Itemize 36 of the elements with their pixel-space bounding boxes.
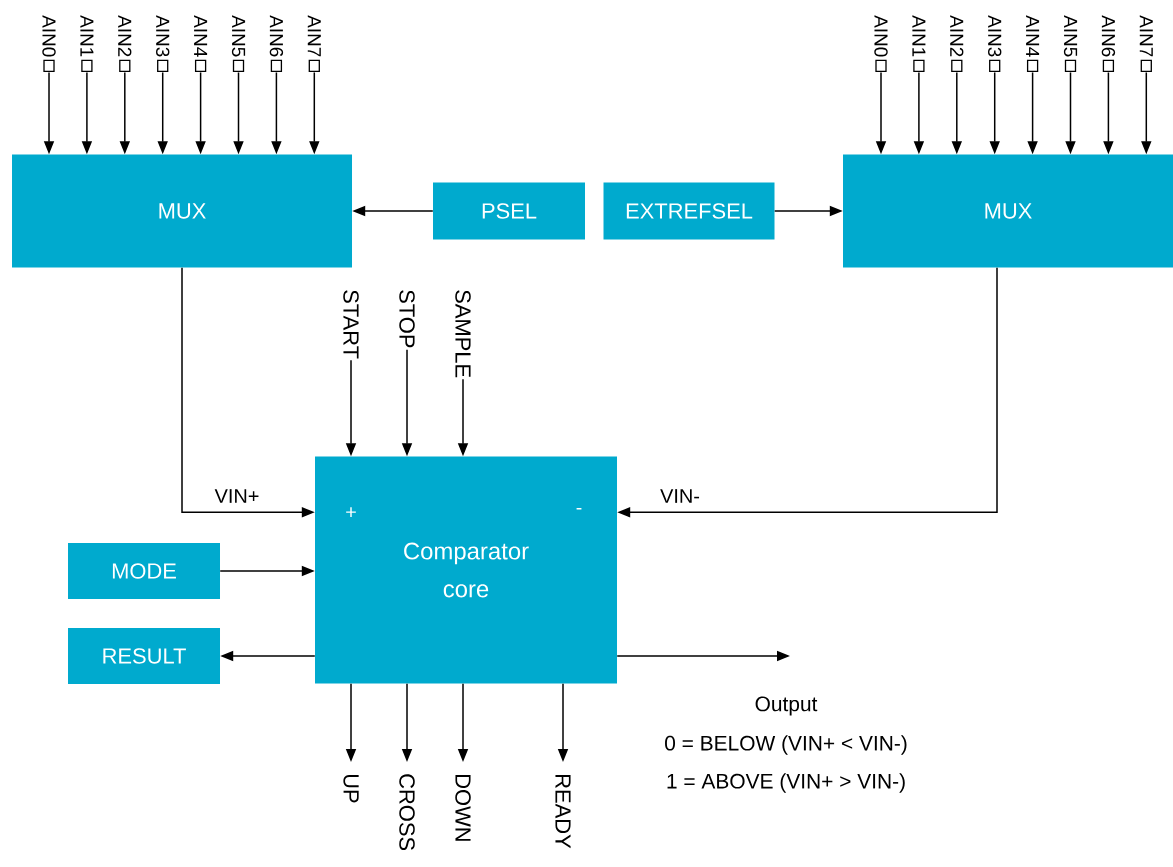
pin-label: AIN7	[1139, 15, 1153, 57]
note-text: 0 = BELOW (VIN+ < VIN-)	[665, 735, 907, 755]
pin-label: AIN4	[1026, 15, 1040, 57]
block-box: RESULT	[68, 628, 220, 684]
edge-label: VIN-	[659, 488, 701, 504]
block-box: EXTREFSEL	[603, 182, 775, 240]
pin-label: AIN2	[950, 15, 964, 57]
pin-label: AIN2	[118, 15, 132, 57]
pin-label: AIN5	[1063, 15, 1078, 57]
note-text: Output	[755, 696, 818, 716]
pin-label: AIN4	[194, 15, 208, 57]
signal-label: DOWN	[455, 775, 471, 841]
pin-label: AIN3	[988, 15, 1002, 57]
block-box: PSEL	[433, 182, 585, 240]
pin-label: AIN0	[42, 15, 56, 57]
block-box: MUX	[843, 154, 1173, 268]
pin-label: AIN1	[912, 15, 926, 57]
minus-sign: -	[576, 507, 582, 510]
signal-label: UP	[343, 774, 359, 803]
pin-label: AIN6	[269, 15, 284, 57]
plus-sign: +	[346, 507, 356, 517]
pin-label: AIN3	[156, 15, 170, 57]
pin-label: AIN7	[307, 15, 321, 57]
pin-label: AIN5	[231, 15, 246, 57]
block-box: MODE	[68, 543, 220, 599]
signal-label: CROSS	[399, 774, 415, 851]
signal-label: READY	[555, 775, 571, 849]
signal-label: STOP	[399, 290, 415, 348]
pin-label: AIN0	[874, 15, 888, 57]
pin-label: AIN1	[80, 15, 94, 57]
edge-label: VIN+	[213, 488, 261, 504]
note-text: 1 = ABOVE (VIN+ > VIN-)	[667, 773, 905, 793]
signal-label: SAMPLE	[455, 290, 471, 378]
pin-label: AIN6	[1101, 15, 1116, 57]
signal-label: START	[343, 290, 359, 359]
block-box: MUX	[12, 154, 352, 268]
